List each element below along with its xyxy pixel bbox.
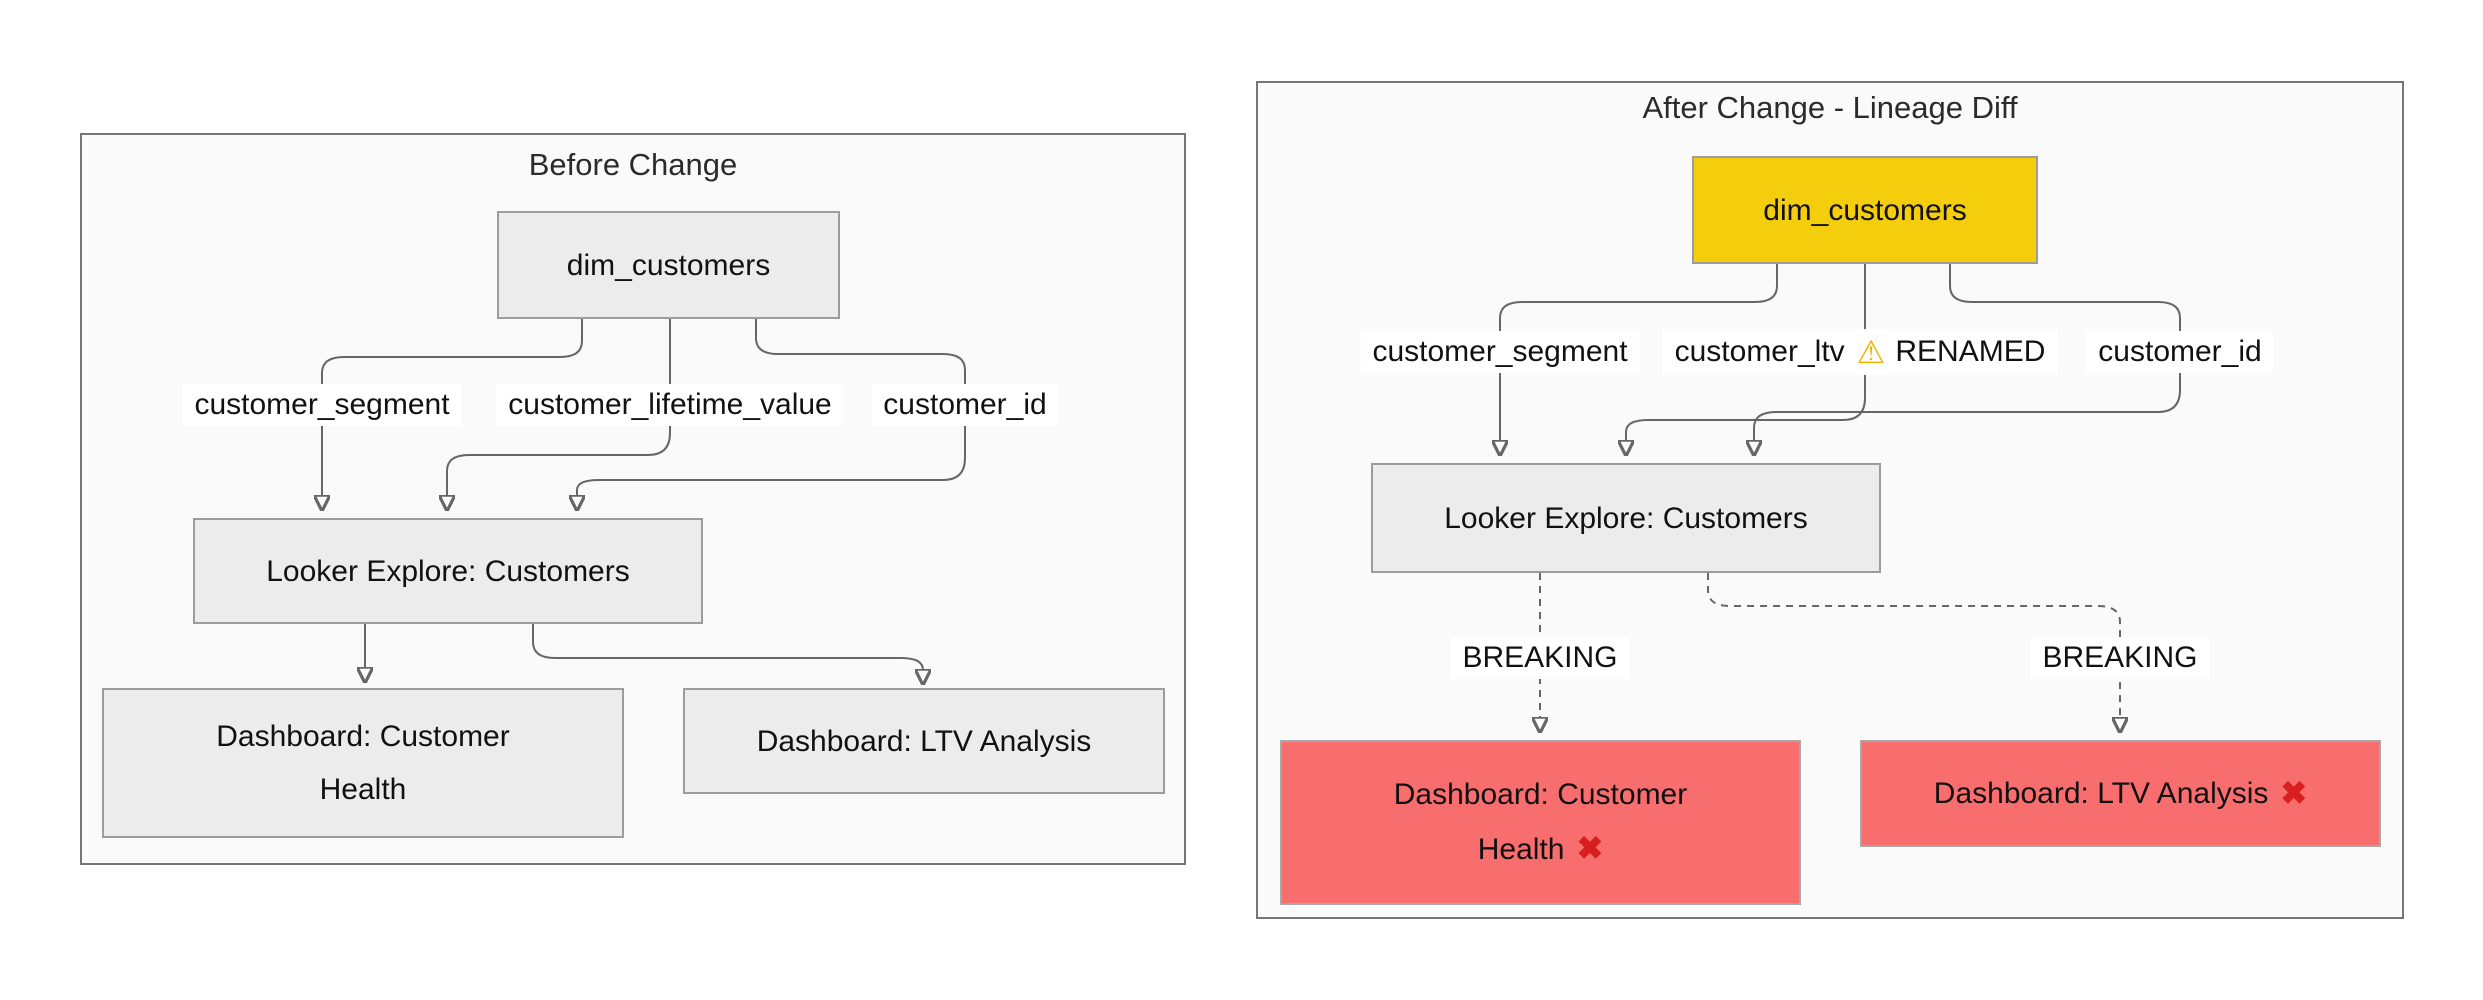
edge-label-text: customer_ltv	[1674, 335, 1845, 368]
node-label: dim_customers	[1763, 193, 1967, 227]
node-label-line2: Health	[319, 773, 407, 806]
edge-label-breaking-right: BREAKING	[2030, 637, 2210, 679]
edge-label-text: customer_lifetime_value	[508, 388, 832, 421]
breaking-text: BREAKING	[1462, 641, 1618, 674]
node-dashboard-customer-health-after: Dashboard: Customer Health ✖	[1280, 740, 1801, 905]
node-label-wrap: Dashboard: LTV Analysis ✖	[1934, 773, 2307, 815]
edge-label-customer-id-before: customer_id	[871, 384, 1059, 426]
warning-icon: ⚠	[1856, 334, 1886, 370]
node-label-line1: Dashboard: Customer	[216, 720, 510, 753]
node-dashboard-ltv-after: Dashboard: LTV Analysis ✖	[1860, 740, 2381, 847]
node-label: Dashboard: LTV Analysis	[756, 724, 1092, 758]
edge-label-customer-id-after: customer_id	[2086, 331, 2274, 373]
edge-label-customer-lifetime-value-before: customer_lifetime_value	[496, 384, 844, 426]
node-dim-customers-before: dim_customers	[497, 211, 840, 319]
edge-label-text: customer_segment	[1372, 335, 1628, 368]
edge-label-text: customer_segment	[194, 388, 450, 421]
node-label-line2-wrap: Health ✖	[1478, 828, 1604, 870]
breaking-text: BREAKING	[2042, 641, 2198, 674]
edge-label-customer-ltv-renamed: customer_ltv ⚠ RENAMED	[1662, 329, 2058, 375]
error-icon: ✖	[2280, 774, 2308, 811]
edge-label-breaking-left: BREAKING	[1450, 637, 1630, 679]
node-dashboard-customer-health-before: Dashboard: Customer Health	[102, 688, 624, 838]
node-dim-customers-after: dim_customers	[1692, 156, 2038, 264]
node-label-line1: Dashboard: Customer	[1393, 778, 1688, 812]
node-dashboard-ltv-before: Dashboard: LTV Analysis	[683, 688, 1165, 794]
renamed-badge: RENAMED	[1895, 335, 2046, 368]
node-looker-explore-after: Looker Explore: Customers	[1371, 463, 1881, 573]
panel-title-after: After Change - Lineage Diff	[1642, 90, 2018, 125]
edge-label-customer-segment-before: customer_segment	[182, 384, 462, 426]
node-label-line2: Health	[1477, 832, 1565, 866]
node-looker-explore-before: Looker Explore: Customers	[193, 518, 703, 624]
node-label: dim_customers	[566, 248, 771, 282]
edge-label-customer-segment-after: customer_segment	[1360, 331, 1640, 373]
edge-label-text: customer_id	[2098, 335, 2262, 368]
node-label: Dashboard: LTV Analysis	[1933, 777, 2269, 810]
node-label: Looker Explore: Customers	[1444, 501, 1808, 535]
error-icon: ✖	[1576, 830, 1604, 867]
node-label: Looker Explore: Customers	[266, 554, 630, 588]
edge-label-text: customer_id	[883, 388, 1047, 421]
panel-title-before: Before Change	[528, 147, 738, 182]
